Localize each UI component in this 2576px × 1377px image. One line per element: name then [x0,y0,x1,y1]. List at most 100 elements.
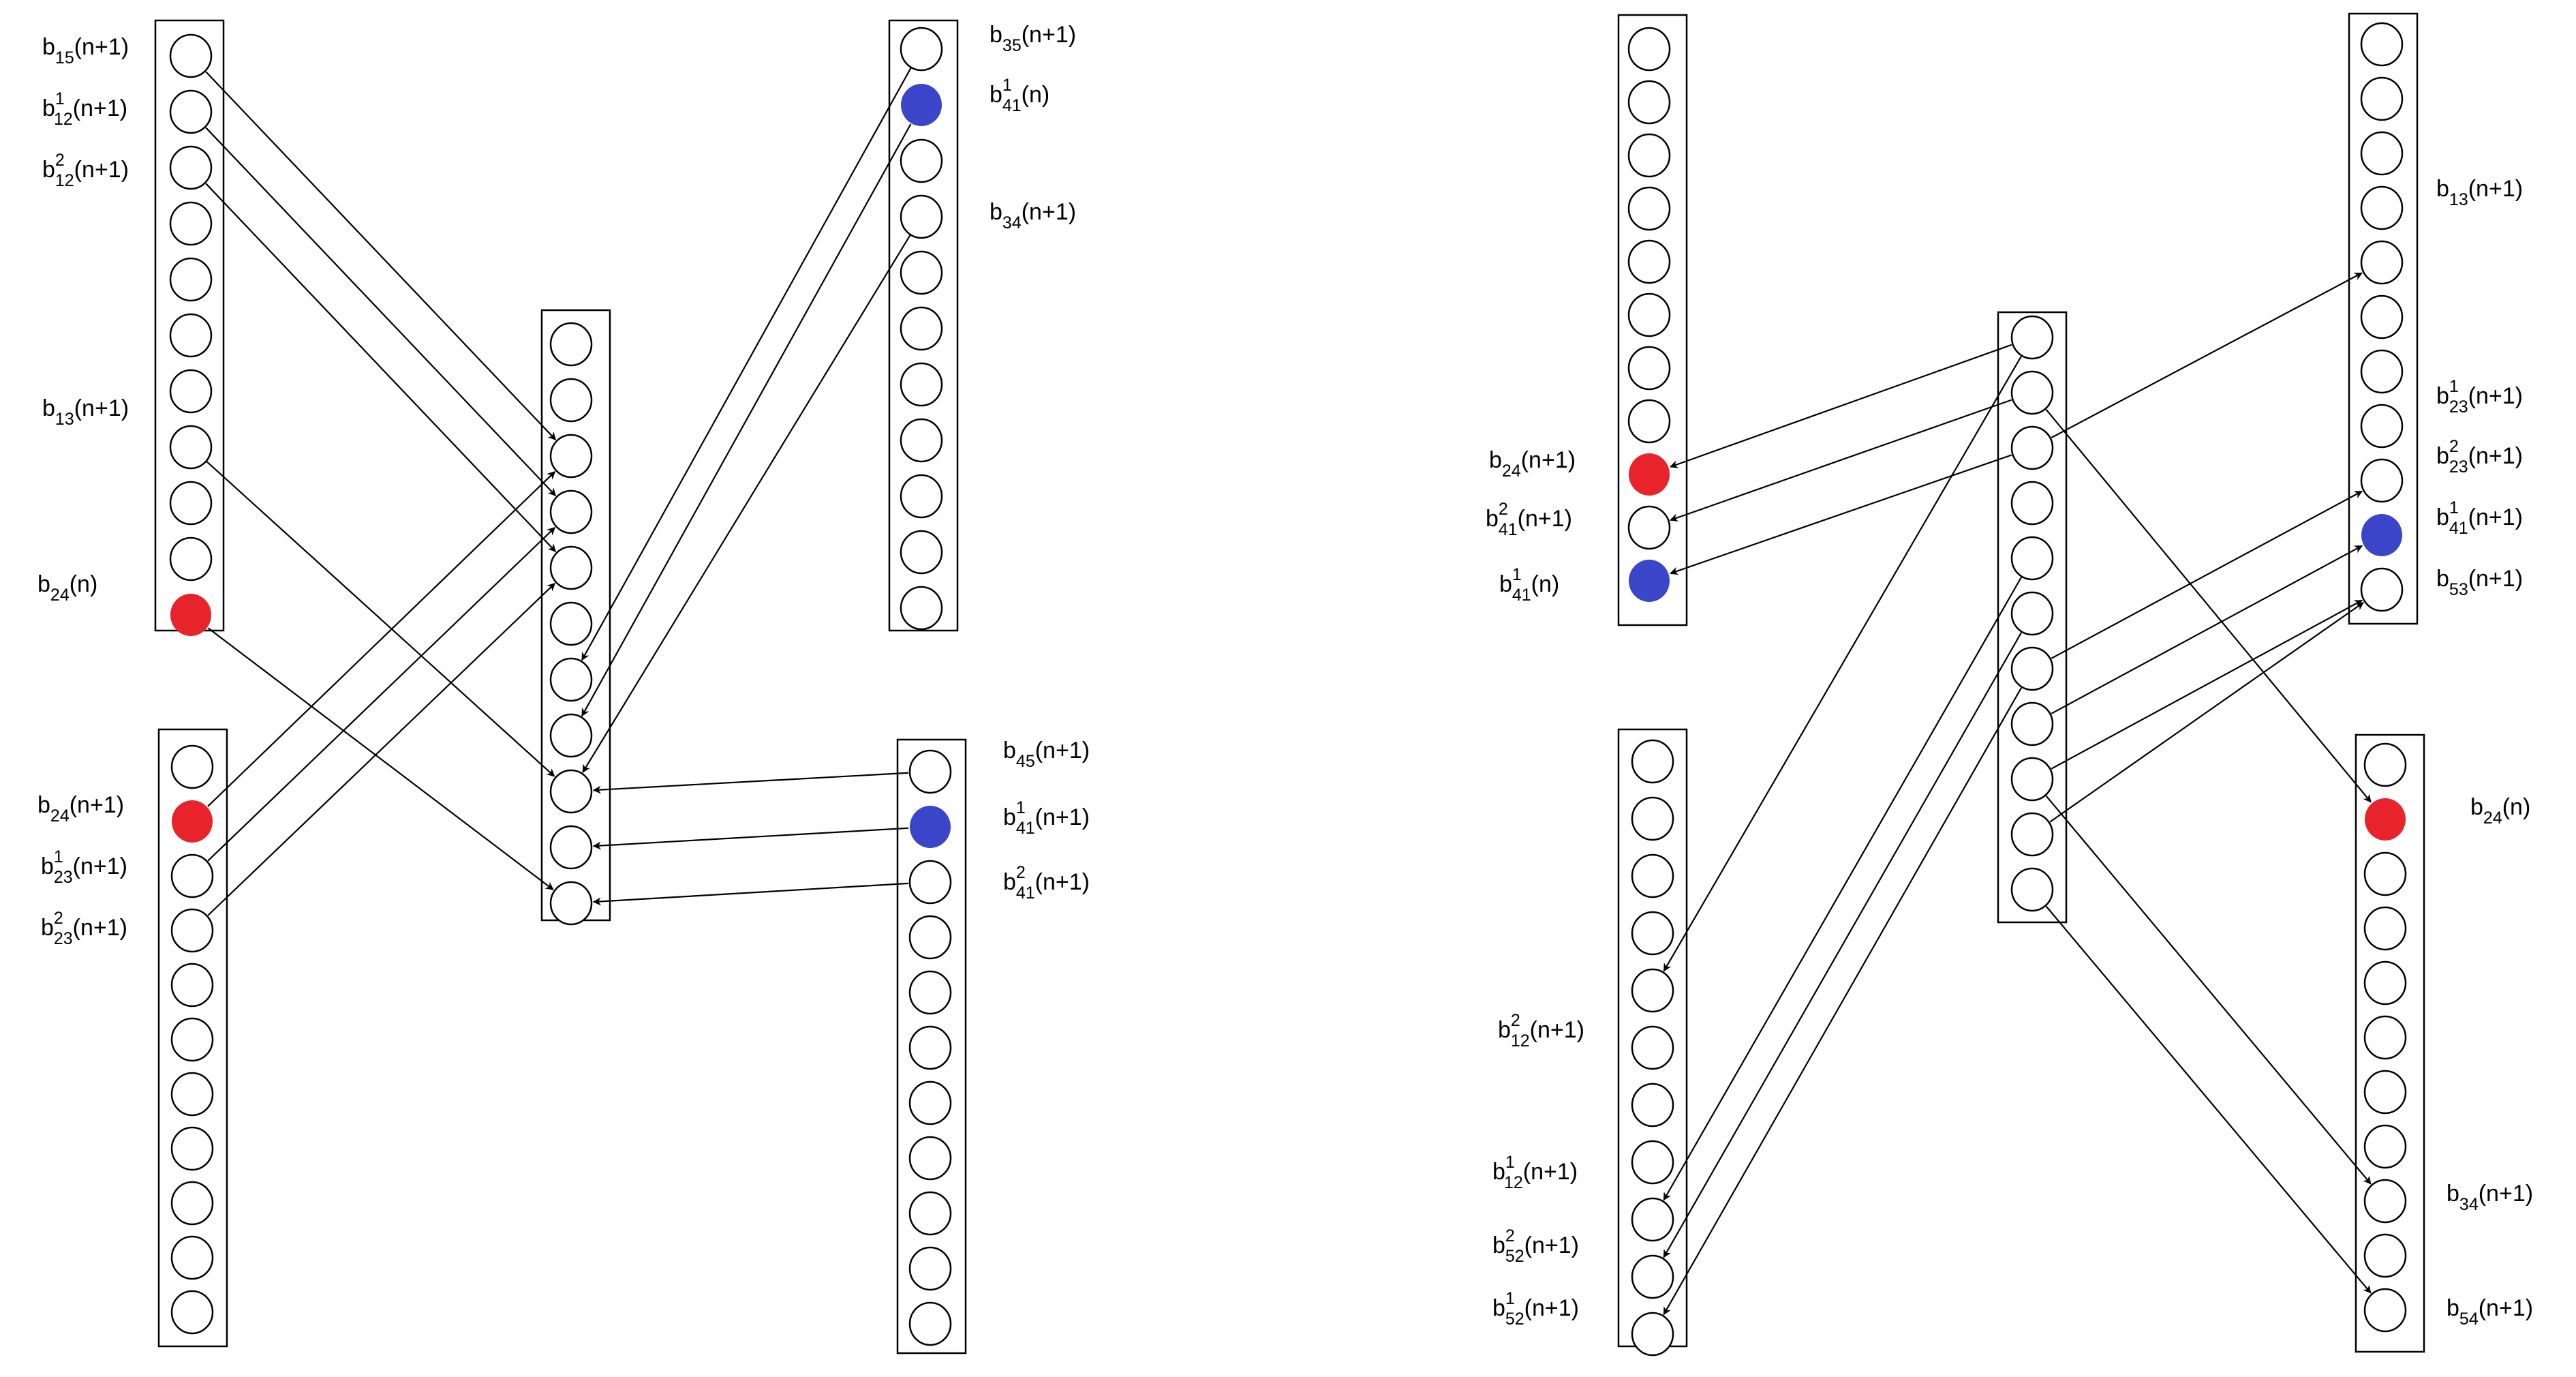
state-node [900,530,943,575]
label-base: b [2447,1295,2459,1321]
state-node [1627,80,1671,125]
state-node [900,474,943,519]
label-time: (n+1) [1035,804,1090,830]
transition-arrow [2051,599,2363,770]
label-subscript: 15 [55,48,74,67]
state-node [1631,911,1674,956]
label-subscript: 12 [55,171,74,190]
state-node [1627,27,1671,72]
state-node [1627,346,1671,391]
state-node [900,418,943,463]
label-base: b [1499,571,1512,597]
transition-arrow [207,582,556,916]
transition-arrow [207,471,556,807]
state-node [900,27,943,72]
state-node [2363,1015,2407,1060]
state-node [1627,292,1671,337]
label-subscript: 24 [1502,461,1521,481]
label-time: (n+1) [1022,199,1076,225]
label-superscript: 1 [1505,1289,1515,1308]
label-subscript: 23 [54,868,73,887]
label-subscript: 12 [54,110,73,129]
state-node [1631,1140,1674,1185]
transition-arrow [205,71,557,440]
label-superscript: 1 [54,847,63,866]
state-node [1631,1312,1674,1357]
state-node [169,257,213,302]
transition-arrow [2045,408,2372,803]
state-node [900,138,943,183]
label-time: (n+1) [1524,1295,1579,1321]
label-subscript: 24 [50,586,70,605]
state-node [908,1136,952,1181]
state-label: b13(n+1) [42,395,129,429]
label-subscript: 34 [2459,1195,2479,1214]
state-node [170,1235,214,1280]
state-label: b45(n+1) [1003,738,1090,771]
label-base: b [42,157,55,183]
label-subscript: 41 [1002,96,1022,115]
state-node [900,362,943,407]
column-e [2355,733,2425,1353]
state-node [2363,906,2407,951]
label-subscript: 41 [1499,520,1518,539]
label-superscript: 1 [2449,377,2459,396]
transition-arrow [1670,454,2012,575]
state-node [549,825,593,870]
label-superscript: 1 [2449,498,2459,517]
state-label: b54(n+1) [2447,1295,2533,1329]
state-node [2363,742,2407,787]
transition-arrow [592,882,909,906]
state-node [1631,968,1674,1013]
label-base: b [1498,1017,1511,1043]
column-cr [1997,311,2068,924]
state-node [549,322,593,367]
column-box [2355,733,2425,1353]
state-label: b34(n+1) [990,199,1076,232]
state-node [1631,1254,1674,1299]
transition-arrow [1663,687,2023,1316]
label-base: b [1003,804,1016,830]
label-subscript: 53 [2449,580,2468,599]
label-base: b [42,34,55,60]
state-node [549,434,593,479]
label-superscript: 2 [1499,500,1508,519]
state-node [1631,796,1674,841]
label-base: b [1492,1295,1505,1321]
state-node [900,306,943,351]
state-node [169,201,213,246]
state-node [2363,1070,2407,1115]
label-time: (n) [1022,82,1050,108]
label-time: (n+1) [73,853,127,879]
label-superscript: 1 [1512,565,1522,584]
state-node-red [170,594,211,636]
state-node [2010,757,2054,802]
state-node [2010,481,2054,526]
state-node [2360,131,2404,176]
label-base: b [1492,1159,1505,1185]
state-node [2360,240,2404,285]
state-node [169,425,213,470]
label-base: b [2436,443,2449,469]
state-label: b35(n+1) [990,22,1076,55]
label-subscript: 52 [1505,1247,1524,1266]
label-base: b [42,395,55,421]
column-box [157,728,228,1348]
label-time: (n+1) [73,915,127,941]
state-node [169,536,213,581]
state-node [2360,185,2404,230]
label-base: b [990,199,1002,225]
transition-arrow [1669,344,2012,468]
label-time: (n+1) [74,157,129,183]
label-subscript: 23 [2449,397,2468,417]
state-node [170,1290,214,1335]
state-node [2360,294,2404,339]
label-subscript: 41 [1016,883,1035,903]
columns [154,12,2425,1357]
label-time: (n) [70,571,98,597]
